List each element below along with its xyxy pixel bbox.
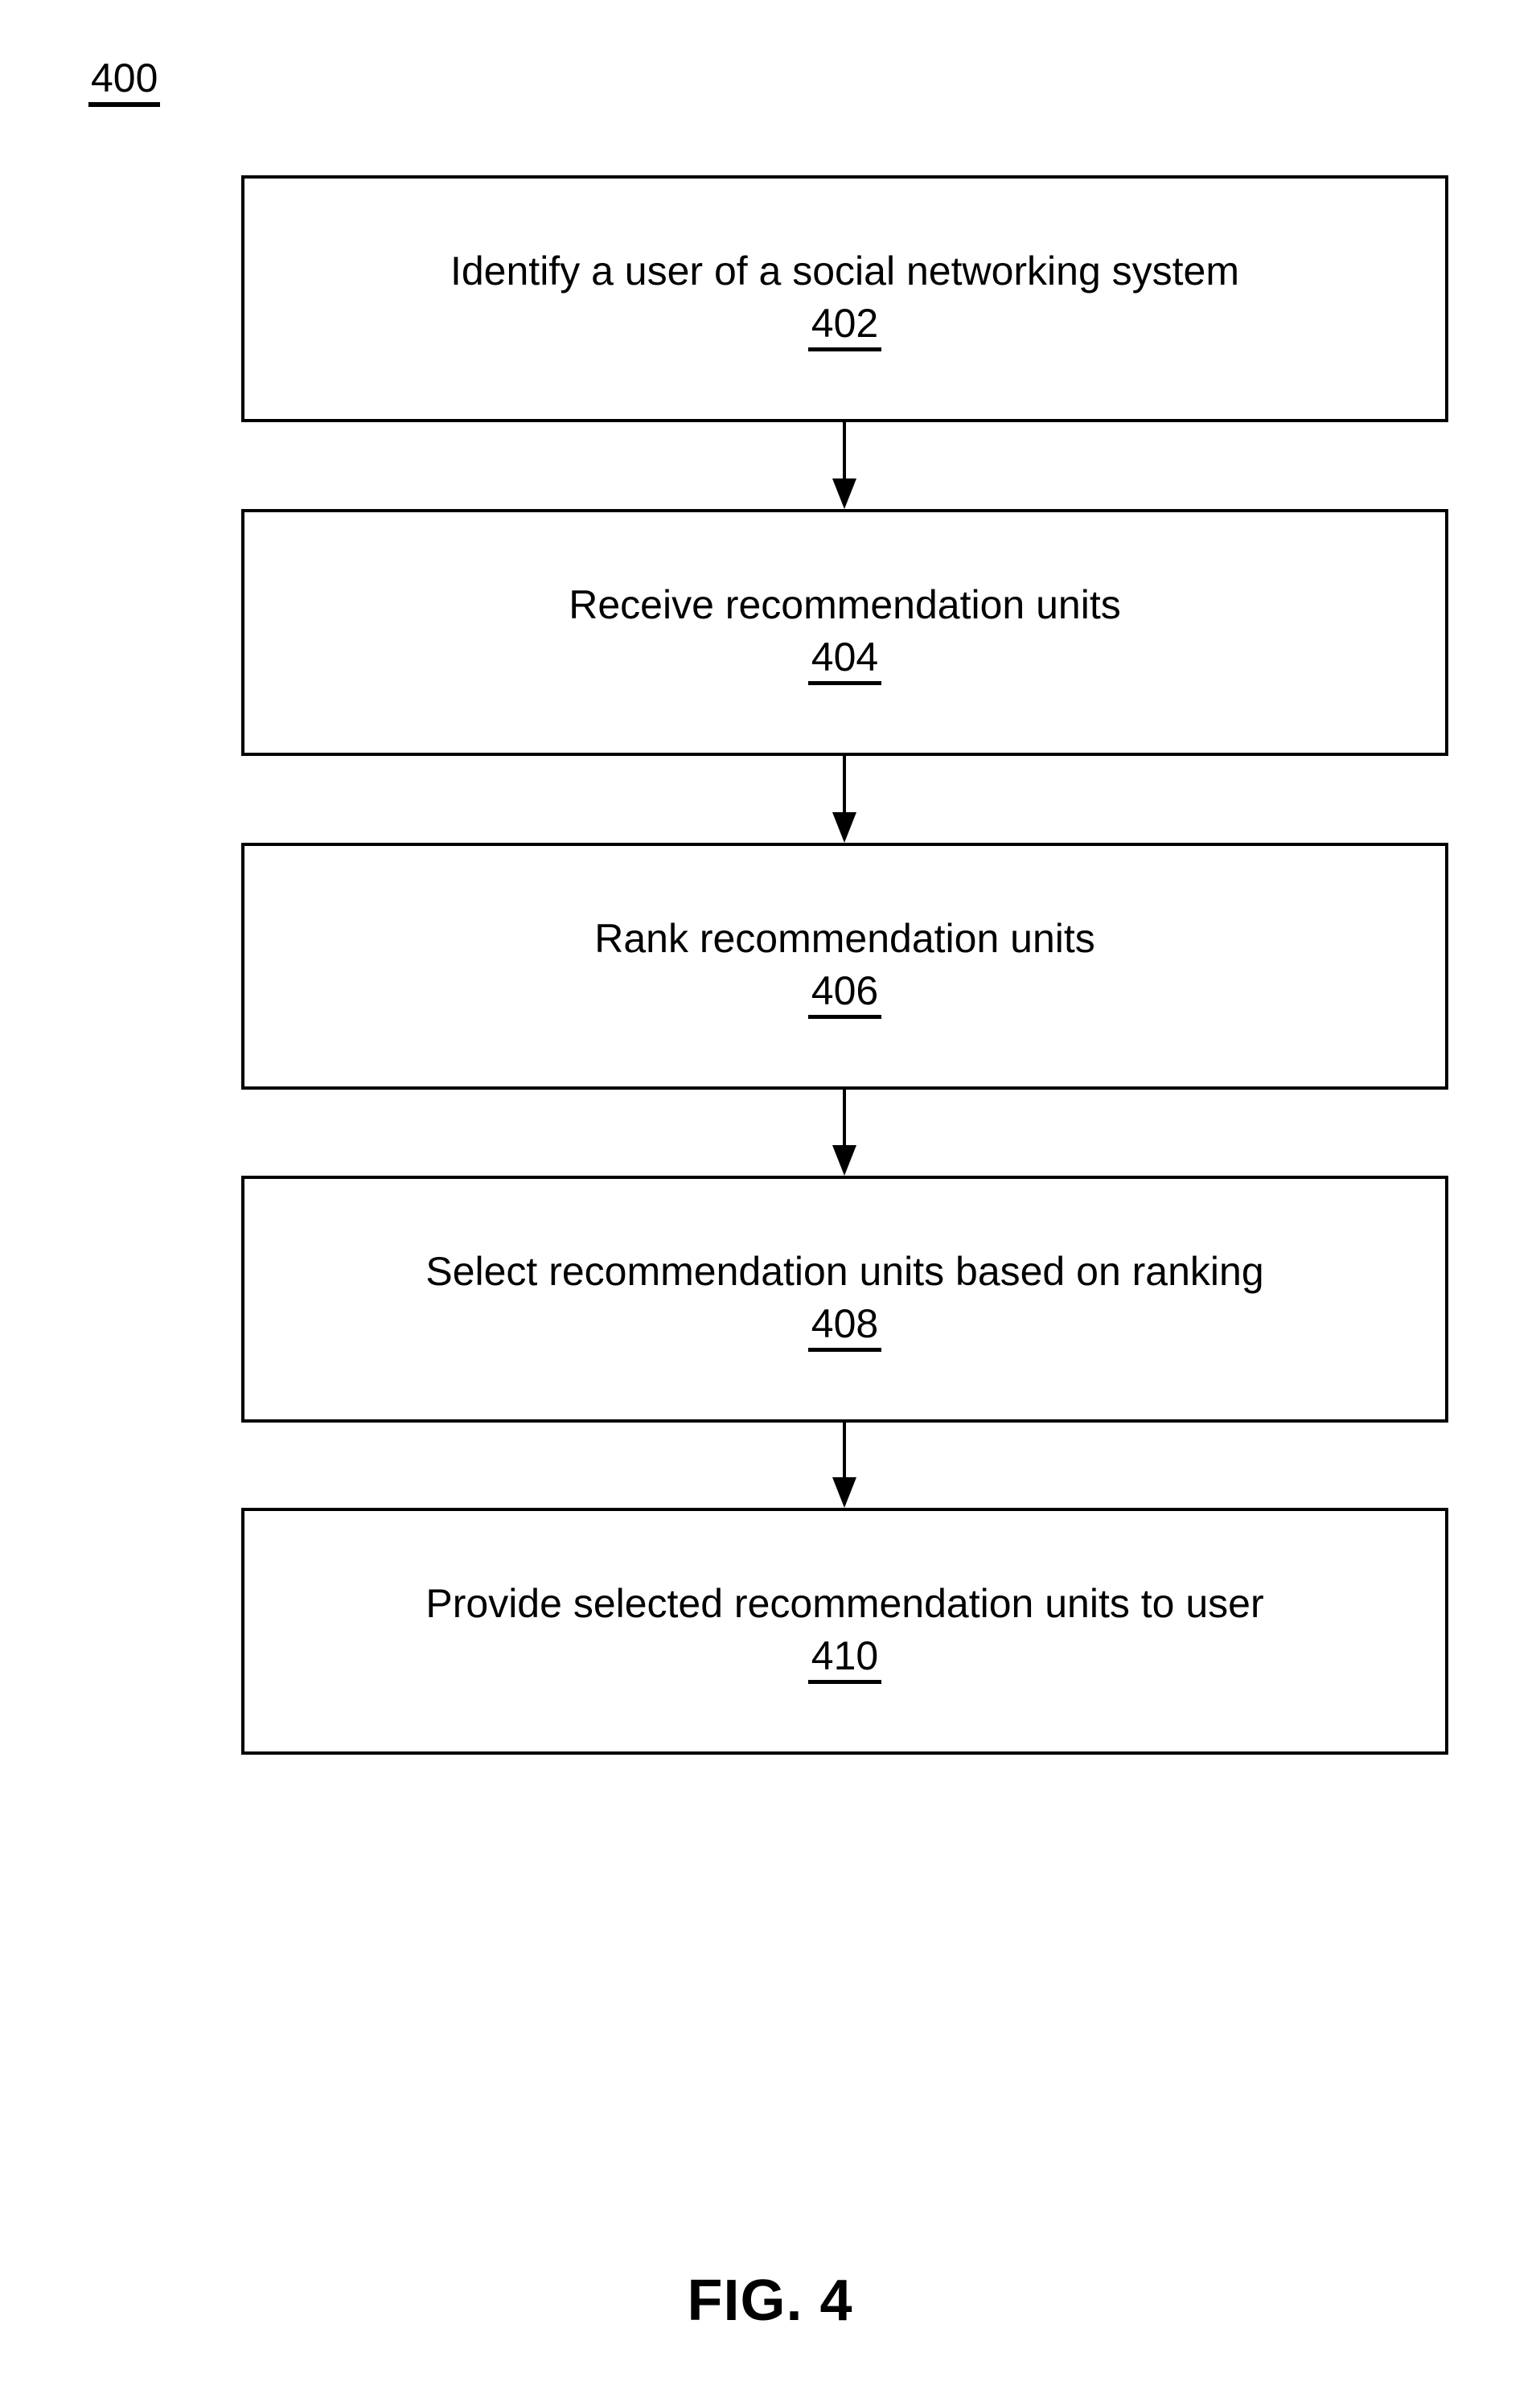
flow-step-box-402: Identify a user of a social networking s… [241, 175, 1448, 422]
arrow-head [832, 1145, 856, 1176]
arrow-stem [843, 756, 846, 814]
figure-caption: FIG. 4 [687, 2269, 853, 2333]
figure-reference-label: 400 [88, 56, 161, 107]
step-reference-number: 404 [807, 634, 882, 685]
step-reference-number: 402 [807, 301, 882, 351]
step-text: Identify a user of a social networking s… [450, 248, 1239, 294]
flow-arrow-down-icon [832, 1090, 856, 1176]
step-text: Provide selected recommendation units to… [425, 1581, 1264, 1626]
step-text: Receive recommendation units [569, 582, 1121, 627]
flow-step-box-404: Receive recommendation units 404 [241, 509, 1448, 756]
flow-arrow-down-icon [832, 756, 856, 843]
flow-step-box-410: Provide selected recommendation units to… [241, 1508, 1448, 1755]
flow-step-box-408: Select recommendation units based on ran… [241, 1176, 1448, 1423]
step-reference-number: 408 [807, 1301, 882, 1352]
flow-step-box-406: Rank recommendation units 406 [241, 843, 1448, 1090]
step-reference-number: 410 [807, 1633, 882, 1684]
arrow-head [832, 1477, 856, 1508]
step-text: Select recommendation units based on ran… [425, 1249, 1264, 1294]
arrow-head [832, 478, 856, 509]
arrow-head [832, 812, 856, 843]
arrow-stem [843, 422, 846, 480]
step-text: Rank recommendation units [594, 916, 1095, 961]
arrow-stem [843, 1090, 846, 1147]
flow-arrow-down-icon [832, 422, 856, 509]
flow-arrow-down-icon [832, 1423, 856, 1508]
arrow-stem [843, 1423, 846, 1479]
step-reference-number: 406 [807, 968, 882, 1019]
